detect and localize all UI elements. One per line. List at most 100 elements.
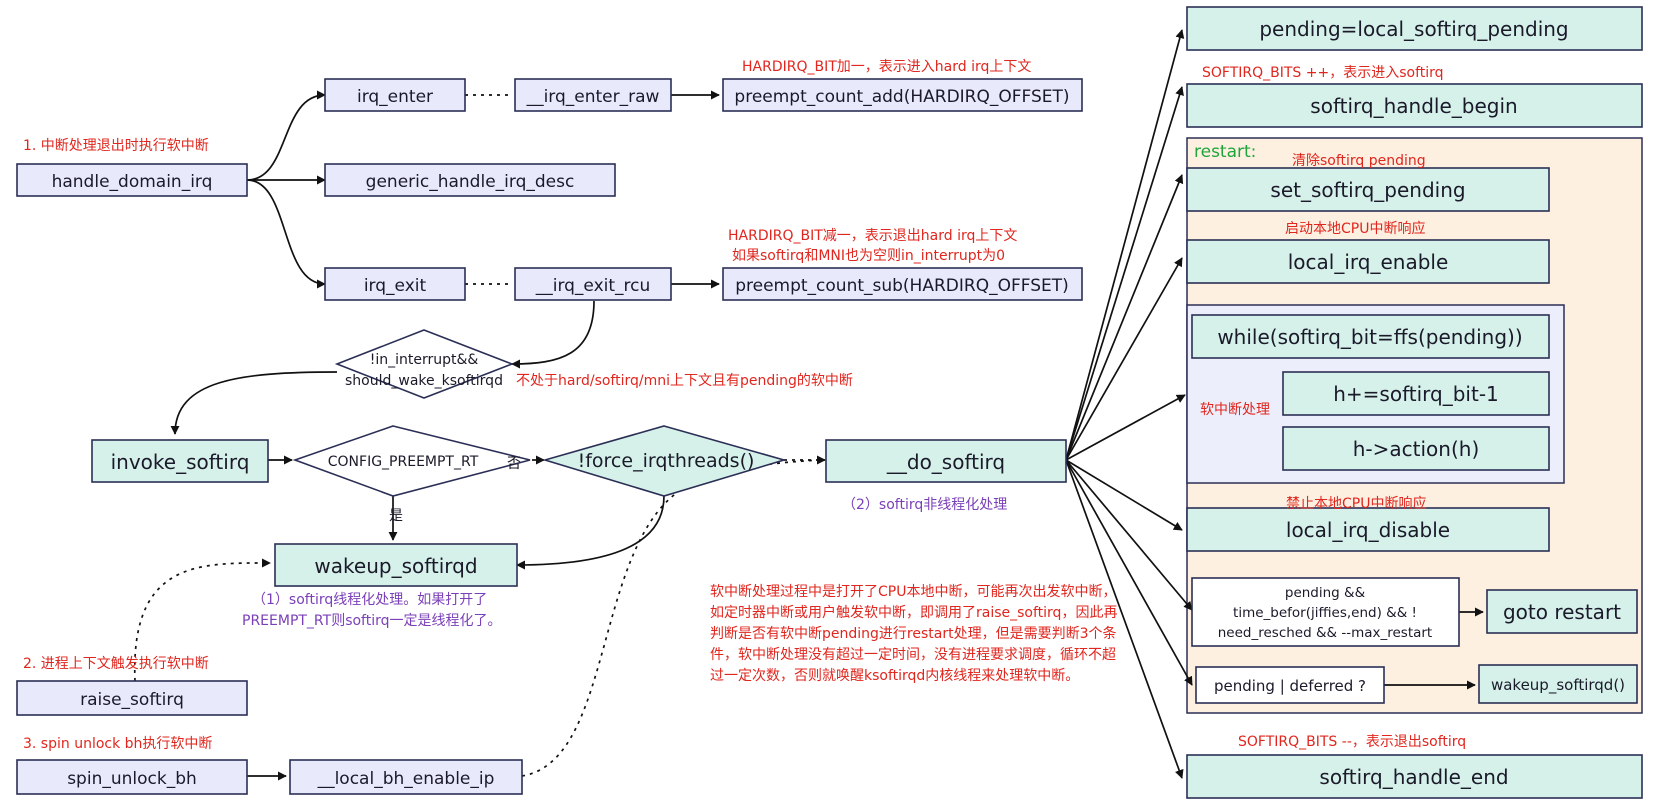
pending-deferred-node: pending | deferred ? (1195, 666, 1385, 704)
force-irqthreads-label: !force_irqthreads() (578, 450, 755, 472)
edge-yes-label: 是 (389, 508, 403, 524)
restart-condition-line2: time_befor(jiffies,end) && ! (1233, 605, 1417, 621)
condition-line1: !in_interrupt&& (370, 352, 479, 368)
irq-exit-rcu-node: __irq_exit_rcu (514, 267, 672, 301)
force-irqthreads-node: !force_irqthreads() (542, 425, 787, 497)
goto-restart-node: goto restart (1486, 589, 1638, 634)
h-add-node: h+=softirq_bit-1 (1282, 371, 1550, 416)
edge-condition-to-invoke (170, 371, 338, 435)
preempt-count-sub-label: preempt_count_sub(HARDIRQ_OFFSET) (735, 276, 1069, 296)
threaded-annotation-line1: （1）softirq线程化处理。如果打开了 (252, 591, 487, 608)
spin-unlock-bh-node: spin_unlock_bh (16, 759, 248, 795)
edge-do-to-restart-cond (1065, 459, 1193, 611)
local-bh-enable-ip-node: __local_bh_enable_ip (289, 759, 523, 795)
edge-no-label: 否 (507, 456, 521, 472)
restart-condition-node: pending && time_befor(jiffies,end) && ! … (1191, 577, 1460, 647)
config-preempt-rt-node: CONFIG_PREEMPT_RT (292, 425, 531, 497)
edge-do-to-begin (1065, 86, 1184, 461)
local-bh-enable-ip-label: __local_bh_enable_ip (317, 769, 495, 789)
pending-deferred-label: pending | deferred ? (1214, 677, 1366, 695)
invoke-softirq-node: invoke_softirq (91, 439, 269, 483)
h-action-label: h->action(h) (1353, 437, 1480, 461)
irq-enter-node: irq_enter (324, 78, 466, 112)
edge-local-bh-to-do-softirq (521, 459, 823, 777)
interrupt-condition-node: !in_interrupt&& should_wake_ksoftirqd (334, 329, 515, 399)
restart-note-line4: 件，软中断处理没有超过一定时间，没有进程要求调度，循环不超 (710, 647, 1116, 663)
local-irq-disable-label: local_irq_disable (1286, 518, 1450, 542)
edge-do-to-set-pending (1065, 174, 1184, 461)
edge-do-to-irq-disable (1065, 459, 1183, 531)
generic-handle-irq-desc-node: generic_handle_irq_desc (324, 163, 616, 197)
step3-annotation: 3. spin unlock bh执行软中断 (23, 736, 212, 752)
while-loop-label: while(softirq_bit=ffs(pending)) (1217, 325, 1522, 349)
step1-annotation: 1. 中断处理退出时执行软中断 (23, 138, 209, 154)
while-loop-node: while(softirq_bit=ffs(pending)) (1191, 314, 1550, 359)
raise-softirq-label: raise_softirq (80, 690, 184, 710)
config-preempt-rt-label: CONFIG_PREEMPT_RT (328, 454, 479, 470)
local-irq-enable-node: local_irq_enable (1186, 239, 1550, 284)
h-add-label: h+=softirq_bit-1 (1333, 382, 1499, 406)
restart-condition-line3: need_resched && --max_restart (1218, 625, 1432, 641)
local-irq-enable-label: local_irq_enable (1288, 250, 1449, 274)
edge-do-to-end (1065, 459, 1184, 779)
pending-local-node: pending=local_softirq_pending (1186, 6, 1643, 51)
edge-handle-to-irq-enter (246, 90, 326, 181)
softirq-processing-label: 软中断处理 (1200, 402, 1270, 418)
edge-force-to-wakeup (516, 495, 665, 570)
irq-exit-node: irq_exit (324, 267, 466, 301)
wakeup-softirqd-call-label: wakeup_softirqd() (1491, 676, 1625, 695)
set-softirq-pending-node: set_softirq_pending (1186, 167, 1550, 212)
do-softirq-node: __do_softirq (825, 439, 1067, 483)
restart-condition-line1: pending && (1285, 585, 1366, 601)
restart-note-line2: 如定时器中断或用户触发软中断，即调用了raise_softirq，因此再 (710, 604, 1117, 621)
non-threaded-annotation: （2）softirq非线程化处理 (842, 497, 1007, 513)
disable-cpu-irq-annotation: 禁止本地CPU中断响应 (1286, 495, 1426, 512)
pending-local-label: pending=local_softirq_pending (1259, 17, 1568, 41)
do-softirq-label: __do_softirq (886, 450, 1005, 474)
clear-pending-annotation: 清除softirq pending (1292, 153, 1426, 169)
handle-domain-irq-node: handle_domain_irq (16, 163, 248, 197)
restart-note-line3: 判断是否有软中断pending进行restart处理，但是需要判断3个条 (710, 625, 1116, 642)
hardirq-sub-annotation-line2: 如果softirq和MNI也为空则in_interrupt为0 (732, 248, 1005, 264)
irq-exit-label: irq_exit (364, 276, 427, 296)
edge-do-to-deferred (1065, 459, 1193, 686)
invoke-softirq-label: invoke_softirq (111, 450, 250, 474)
hardirq-add-annotation: HARDIRQ_BIT加一，表示进入hard irq上下文 (742, 59, 1031, 75)
generic-handle-irq-desc-label: generic_handle_irq_desc (366, 172, 575, 192)
softirq-handle-end-label: softirq_handle_end (1319, 765, 1508, 789)
threaded-annotation-line2: PREEMPT_RT则softirq一定是线程化了。 (242, 613, 502, 629)
preempt-count-sub-node: preempt_count_sub(HARDIRQ_OFFSET) (722, 267, 1083, 301)
edge-raise-to-wakeup (134, 558, 271, 682)
edge-handle-to-irq-exit (246, 179, 326, 289)
handle-domain-irq-label: handle_domain_irq (52, 172, 213, 192)
step2-annotation: 2. 进程上下文触发执行软中断 (23, 656, 209, 672)
raise-softirq-node: raise_softirq (16, 680, 248, 716)
edge-do-to-irq-enable (1065, 257, 1183, 461)
irq-enter-raw-node: __irq_enter_raw (514, 78, 672, 112)
set-softirq-pending-label: set_softirq_pending (1270, 178, 1465, 202)
softirq-bits-dec-annotation: SOFTIRQ_BITS --，表示退出softirq (1238, 734, 1466, 750)
hardirq-sub-annotation-line1: HARDIRQ_BIT减一，表示退出hard irq上下文 (728, 228, 1017, 244)
softirq-handle-begin-label: softirq_handle_begin (1310, 94, 1517, 118)
softirq-bits-inc-annotation: SOFTIRQ_BITS ++，表示进入softirq (1202, 65, 1444, 81)
wakeup-softirqd-node: wakeup_softirqd (274, 543, 518, 587)
preempt-count-add-node: preempt_count_add(HARDIRQ_OFFSET) (722, 78, 1083, 112)
edge-do-to-pending (1065, 29, 1185, 461)
wakeup-softirqd-label: wakeup_softirqd (314, 554, 477, 578)
irq-enter-label: irq_enter (357, 87, 433, 107)
restart-note-line1: 软中断处理过程中是打开了CPU本地中断，可能再次出发软中断， (710, 583, 1116, 600)
enable-cpu-irq-annotation: 启动本地CPU中断响应 (1285, 220, 1425, 237)
softirq-handle-begin-node: softirq_handle_begin (1186, 83, 1643, 128)
irq-exit-rcu-label: __irq_exit_rcu (535, 276, 651, 296)
condition-line2: should_wake_ksoftirqd (345, 373, 503, 389)
restart-label: restart: (1194, 142, 1256, 162)
preempt-count-add-label: preempt_count_add(HARDIRQ_OFFSET) (734, 87, 1069, 107)
irq-enter-raw-label: __irq_enter_raw (526, 87, 660, 107)
local-irq-disable-node: local_irq_disable (1186, 507, 1550, 552)
goto-restart-label: goto restart (1503, 600, 1621, 624)
h-action-node: h->action(h) (1282, 426, 1550, 471)
restart-note-line5: 过一定次数，否则就唤醒ksoftirqd内核线程来处理软中断。 (710, 667, 1079, 684)
edge-do-to-loop (1065, 394, 1186, 461)
spin-unlock-bh-label: spin_unlock_bh (67, 769, 197, 789)
